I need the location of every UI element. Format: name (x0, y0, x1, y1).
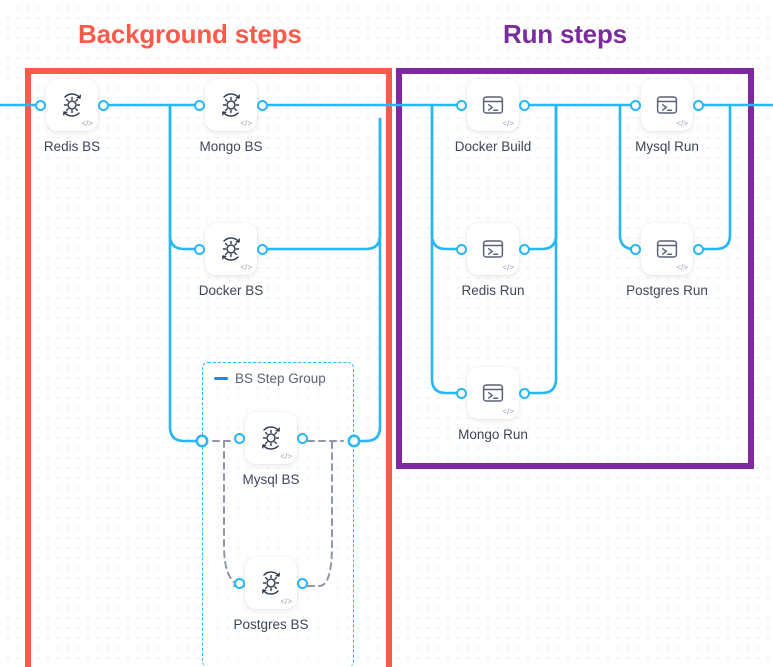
output-port[interactable] (297, 432, 308, 444)
output-port[interactable] (519, 243, 530, 255)
node-label: Mysql Run (635, 139, 699, 154)
input-port[interactable] (234, 577, 245, 589)
input-port[interactable] (456, 243, 467, 255)
code-glyph: </> (502, 407, 514, 416)
bs-step-group-label: BS Step Group (235, 371, 326, 386)
input-port[interactable] (630, 243, 641, 255)
output-port[interactable] (693, 99, 704, 111)
node-card[interactable]: </> (641, 223, 693, 275)
output-port[interactable] (519, 387, 530, 399)
input-port[interactable] (194, 243, 205, 255)
node-card[interactable]: </> (467, 223, 519, 275)
node-card[interactable]: </> (205, 79, 257, 131)
code-glyph: </> (280, 452, 292, 461)
terminal-icon (656, 240, 678, 258)
run-steps-frame (396, 68, 754, 469)
node-redis-run[interactable]: </> Redis Run (456, 223, 530, 298)
node-mysql-bs[interactable]: </> Mysql BS (234, 412, 308, 487)
node-label: Postgres Run (626, 283, 708, 298)
node-docker-bs[interactable]: </> Docker BS (194, 223, 268, 298)
input-port[interactable] (630, 99, 641, 111)
node-card[interactable]: </> (467, 367, 519, 419)
terminal-icon (482, 96, 504, 114)
code-glyph: </> (81, 119, 93, 128)
input-port[interactable] (456, 99, 467, 111)
node-label: Docker BS (198, 283, 264, 298)
node-label: Redis Run (461, 283, 525, 298)
node-label: Postgres BS (233, 617, 309, 632)
input-port[interactable] (35, 99, 46, 111)
terminal-icon (482, 240, 504, 258)
output-port[interactable] (98, 99, 109, 111)
background-service-icon (63, 93, 81, 117)
node-redis-bs[interactable]: </> Redis BS (35, 79, 109, 154)
background-service-icon (222, 237, 240, 261)
node-card[interactable]: </> (641, 79, 693, 131)
node-card[interactable]: </> (46, 79, 98, 131)
code-glyph: </> (502, 119, 514, 128)
node-card[interactable]: </> (245, 557, 297, 609)
node-label: Mongo BS (199, 139, 263, 154)
input-port[interactable] (194, 99, 205, 111)
minus-dash-icon[interactable] (214, 377, 228, 380)
node-postgres-bs[interactable]: </> Postgres BS (233, 557, 309, 632)
node-label: Docker Build (454, 139, 532, 154)
node-mysql-run[interactable]: </> Mysql Run (630, 79, 704, 154)
output-port[interactable] (693, 243, 704, 255)
background-service-icon (262, 571, 280, 595)
terminal-icon (656, 96, 678, 114)
output-port[interactable] (297, 577, 308, 589)
code-glyph: </> (240, 263, 252, 272)
bs-step-group-header[interactable]: BS Step Group (214, 371, 326, 386)
node-label: Mongo Run (458, 427, 528, 442)
node-card[interactable]: </> (205, 223, 257, 275)
background-steps-frame (25, 68, 392, 667)
code-glyph: </> (502, 263, 514, 272)
background-service-icon (262, 426, 280, 450)
background-service-icon (222, 93, 240, 117)
input-port[interactable] (234, 432, 245, 444)
code-glyph: </> (676, 119, 688, 128)
background-steps-title: Background steps (78, 19, 302, 49)
code-glyph: </> (280, 597, 292, 606)
node-postgres-run[interactable]: </> Postgres Run (626, 223, 708, 298)
run-steps-title: Run steps (503, 19, 627, 49)
terminal-icon (482, 384, 504, 402)
node-label: Mysql BS (242, 472, 300, 487)
code-glyph: </> (240, 119, 252, 128)
node-label: Redis BS (43, 139, 101, 154)
node-card[interactable]: </> (245, 412, 297, 464)
output-port[interactable] (519, 99, 530, 111)
node-mongo-bs[interactable]: </> Mongo BS (194, 79, 268, 154)
output-port[interactable] (257, 99, 268, 111)
output-port[interactable] (257, 243, 268, 255)
input-port[interactable] (456, 387, 467, 399)
node-card[interactable]: </> (467, 79, 519, 131)
node-mongo-run[interactable]: </> Mongo Run (456, 367, 530, 442)
code-glyph: </> (676, 263, 688, 272)
node-docker-build[interactable]: </> Docker Build (455, 79, 531, 154)
